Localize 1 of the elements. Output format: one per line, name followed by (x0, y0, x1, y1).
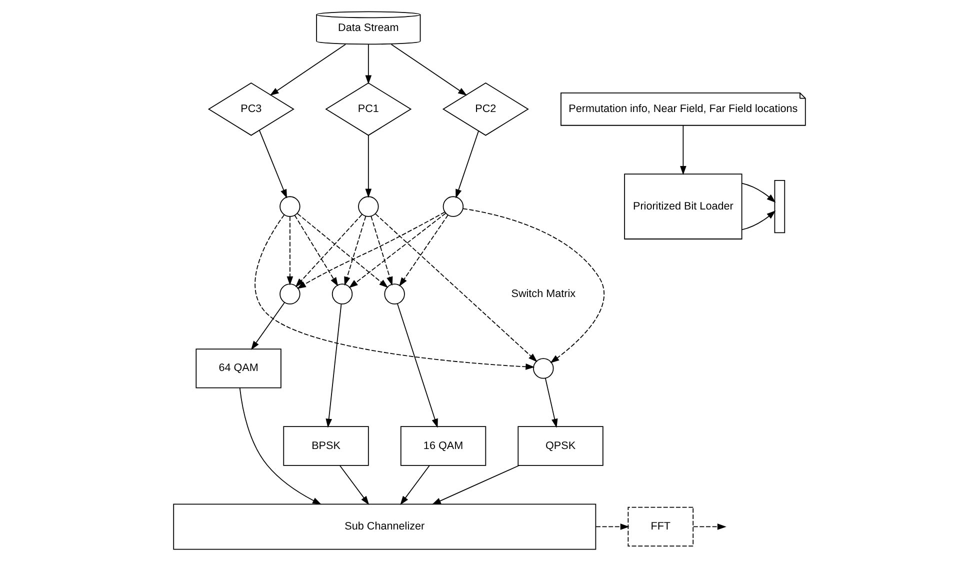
label: Switch Matrix (511, 288, 576, 300)
